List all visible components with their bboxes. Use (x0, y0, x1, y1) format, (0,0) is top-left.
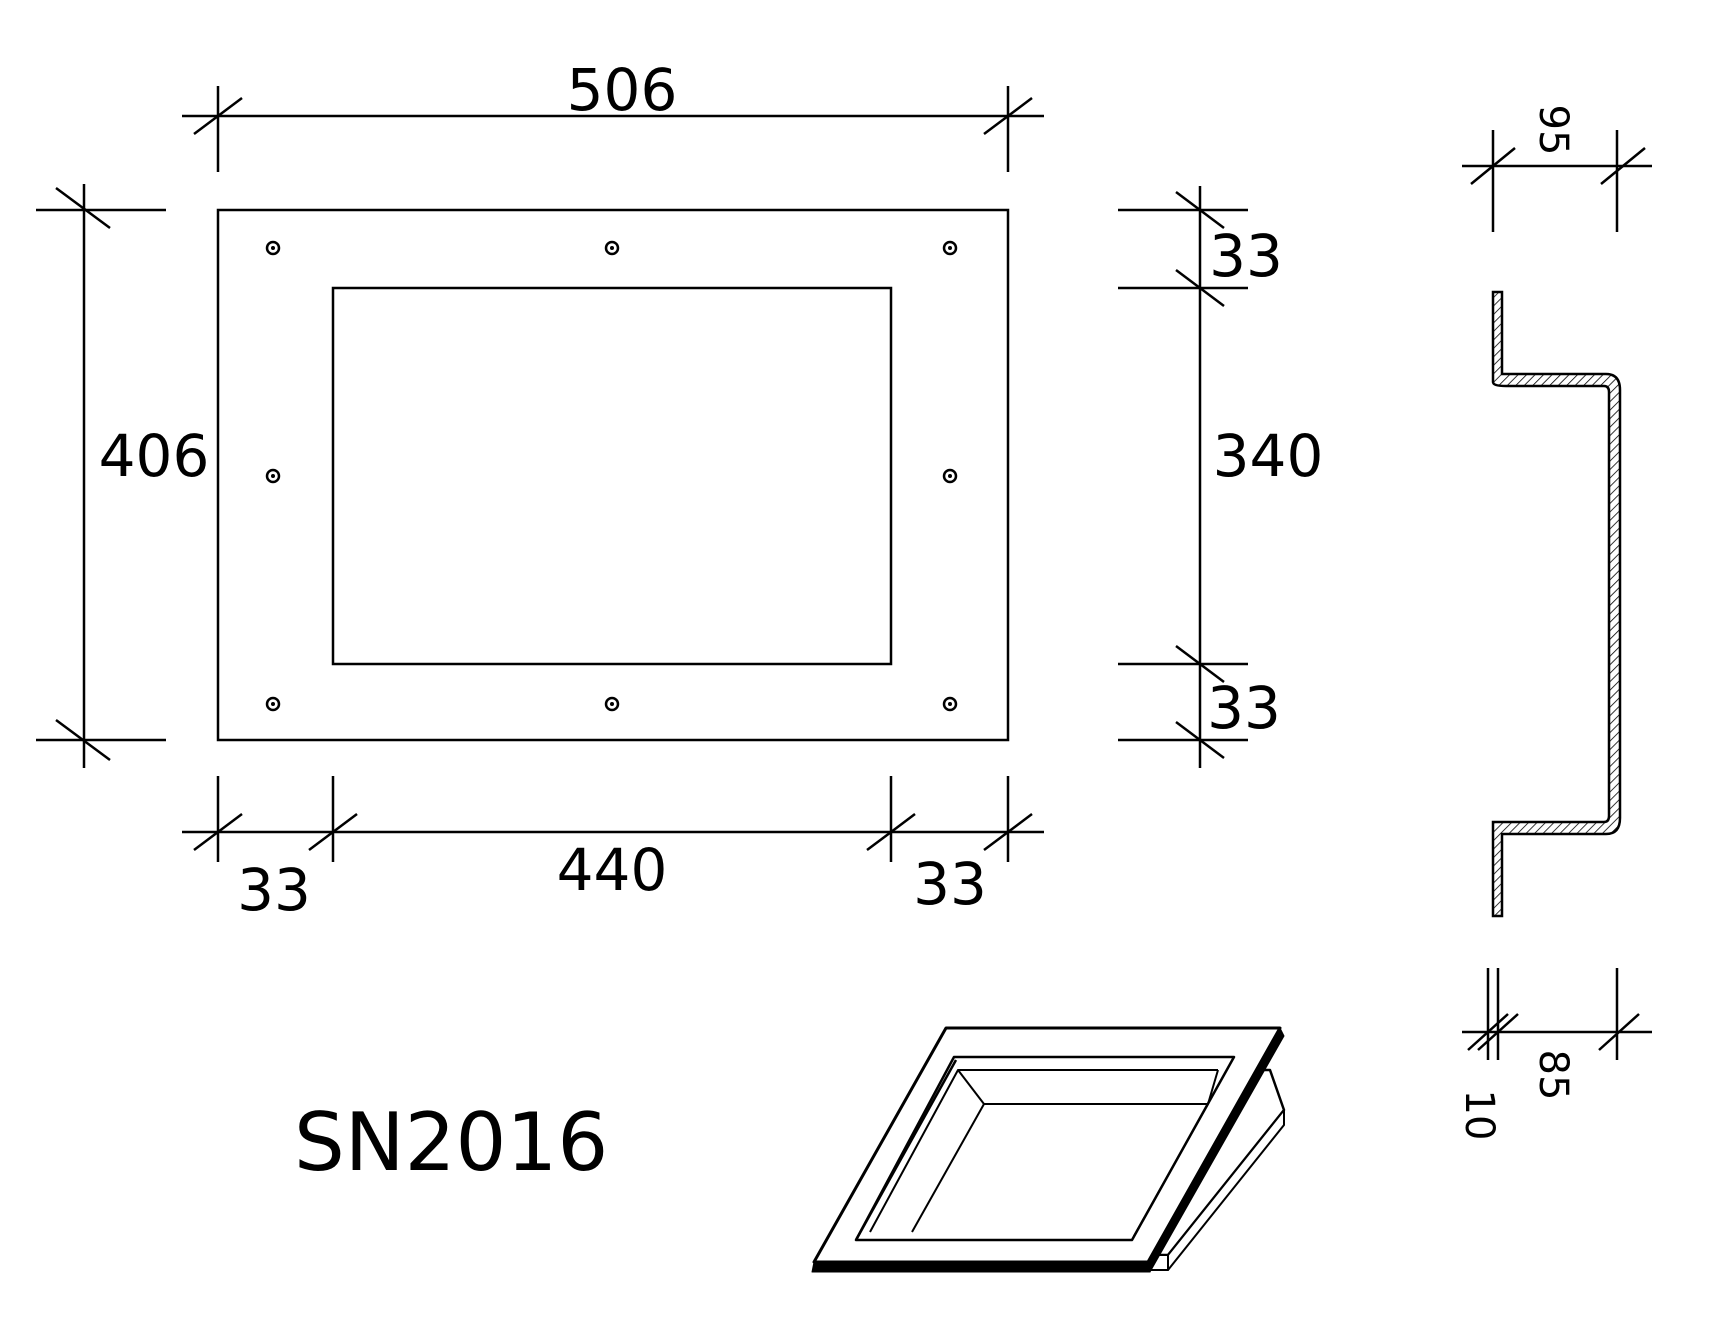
overall-height-label: 406 (99, 422, 210, 490)
section-view: 95 85 10 (1456, 105, 1652, 1140)
outer-frame (216, 208, 1010, 742)
dimension-depth-top: 95 (1462, 105, 1652, 232)
mounting-hole (265, 696, 281, 712)
isometric-view (811, 1026, 1286, 1273)
mounting-hole (604, 696, 620, 712)
front-view: 506 406 33 340 33 (36, 56, 1323, 924)
overall-width-label: 506 (567, 56, 678, 124)
section-profile (1491, 290, 1622, 918)
mounting-hole (265, 468, 281, 484)
mounting-hole (265, 240, 281, 256)
mounting-hole (604, 240, 620, 256)
dimension-depth-bottom: 85 10 (1456, 968, 1652, 1140)
dimension-overall-height: 406 (36, 184, 209, 768)
mounting-hole (942, 468, 958, 484)
box-opening (854, 1055, 1236, 1242)
border-bottom-label: 33 (1207, 674, 1281, 742)
border-right-label: 33 (913, 850, 987, 918)
depth-bottom-label: 85 (1530, 1050, 1576, 1101)
depth-top-label: 95 (1530, 105, 1576, 156)
opening-width-label: 440 (557, 836, 668, 904)
inner-opening (331, 286, 893, 666)
border-top-label: 33 (1209, 222, 1283, 290)
dimension-vertical-chain: 33 340 33 (1118, 186, 1323, 768)
thickness-label: 10 (1456, 1090, 1502, 1141)
mounting-hole (942, 696, 958, 712)
border-left-label: 33 (237, 856, 311, 924)
mounting-holes (265, 240, 958, 712)
dimension-horizontal-chain: 33 440 33 (182, 776, 1044, 924)
model-label: SN2016 (294, 1096, 608, 1189)
opening-height-label: 340 (1213, 422, 1324, 490)
mounting-hole (942, 240, 958, 256)
dimension-overall-width: 506 (182, 56, 1044, 172)
